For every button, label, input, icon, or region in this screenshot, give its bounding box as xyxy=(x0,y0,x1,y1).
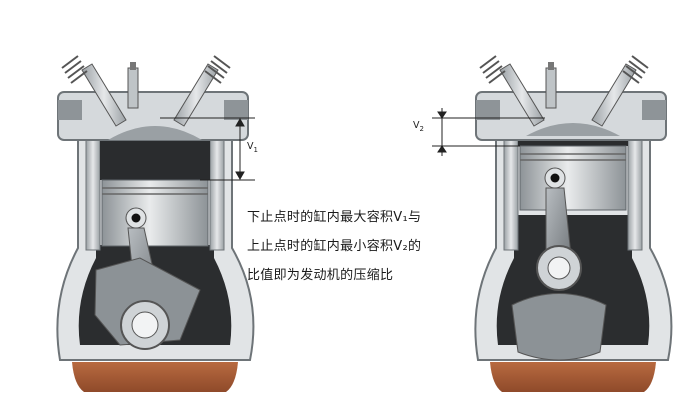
piston-pin-hole-right xyxy=(550,173,560,183)
v1-dimension xyxy=(160,117,255,181)
v2-arrowhead-top xyxy=(437,111,447,119)
combustion-chamber-left xyxy=(100,140,210,180)
spark-plug-right xyxy=(545,67,557,109)
chamber-dome-right xyxy=(526,123,620,136)
spark-plug-tip-left xyxy=(130,62,136,70)
head-port-left-a xyxy=(58,100,82,120)
v1-arrowhead-bottom xyxy=(235,171,245,181)
cylinder-wall-left-b xyxy=(209,139,225,251)
engine-left-bdc xyxy=(56,55,255,392)
intake-valve-right xyxy=(499,63,545,127)
head-port-right-a xyxy=(476,100,500,120)
valve-spring-left-a xyxy=(61,55,88,84)
spark-plug-tip-right xyxy=(548,62,554,70)
caption-line-2: 上止点时的缸内最小容积V₂的 xyxy=(247,239,422,254)
piston-right xyxy=(519,145,627,211)
v2-label-text: V xyxy=(413,120,420,131)
v2-arrowhead-bottom xyxy=(437,145,447,153)
cylinder-wall-right-b xyxy=(627,139,643,251)
crank-journal-hole-left xyxy=(131,311,159,339)
valve-spring-right-a xyxy=(479,55,506,84)
v1-label-text: V xyxy=(247,141,254,152)
caption-line-1: 下止点时的缸内最大容积V₁与 xyxy=(247,210,422,225)
crank-journal-hole-right xyxy=(547,256,571,280)
piston-left xyxy=(101,179,209,247)
intake-valve-left xyxy=(81,63,127,127)
v1-label: V1 xyxy=(247,141,258,154)
cylinder-wall-left-a xyxy=(85,139,101,251)
head-port-right-b xyxy=(642,100,666,120)
exhaust-valve-left xyxy=(173,63,219,127)
exhaust-valve-right xyxy=(591,63,637,127)
v2-label: V2 xyxy=(413,120,424,133)
piston-pin-hole-left xyxy=(131,213,141,223)
head-port-left-b xyxy=(224,100,248,120)
cylinder-wall-right-a xyxy=(503,139,519,251)
valve-spring-left-b xyxy=(204,55,231,84)
v2-label-sub: 2 xyxy=(419,124,424,133)
v1-label-sub: 1 xyxy=(253,145,258,154)
v2-dimension xyxy=(432,108,545,156)
v1-arrowhead-top xyxy=(235,117,245,127)
spark-plug-left xyxy=(127,67,139,109)
valve-spring-right-b xyxy=(622,55,649,84)
crank-counterweight-right xyxy=(511,293,607,361)
compression-ratio-caption: 下止点时的缸内最大容积V₁与 上止点时的缸内最小容积V₂的 比值即为发动机的压缩… xyxy=(247,203,421,290)
chamber-dome-left xyxy=(108,126,202,140)
caption-line-3: 比值即为发动机的压缩比 xyxy=(247,268,394,283)
oil-sump-right xyxy=(490,362,656,392)
oil-sump-left xyxy=(72,362,238,392)
engine-right-tdc xyxy=(474,55,673,392)
